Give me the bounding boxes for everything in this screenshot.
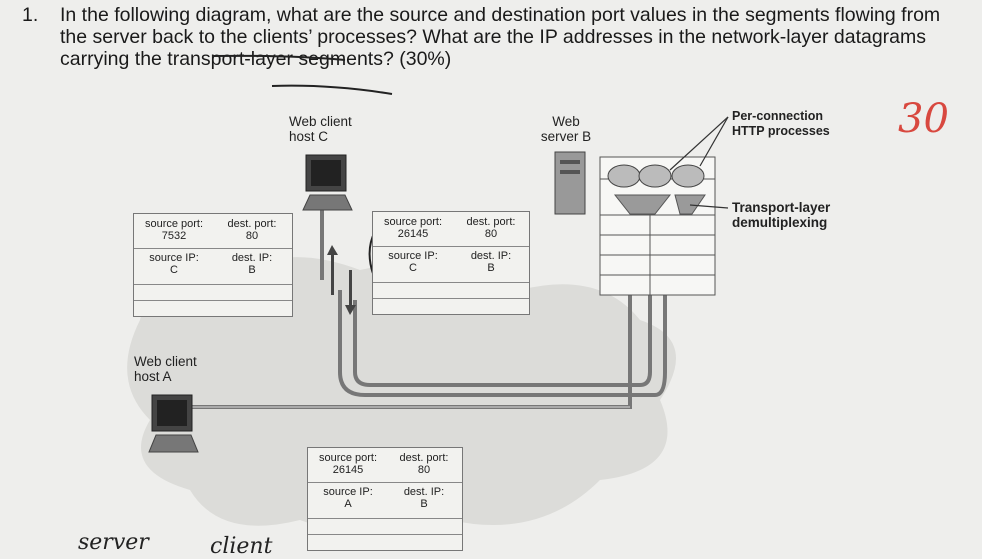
seg3-divider-1 bbox=[308, 482, 462, 483]
seg1-divider-2 bbox=[134, 284, 292, 285]
seg1-dst-ip-label: dest. IP: bbox=[231, 252, 273, 264]
question-number: 1. bbox=[22, 4, 39, 26]
seg2-divider-2 bbox=[373, 282, 529, 283]
seg3-divider-3 bbox=[308, 534, 462, 535]
seg3-src-ip: A bbox=[344, 498, 352, 510]
question-text: In the following diagram, what are the s… bbox=[60, 4, 941, 70]
segment-host-a: source port: 26145 dest. port: 80 source… bbox=[307, 447, 463, 551]
handwritten-grade: 30 bbox=[898, 96, 949, 142]
seg2-divider-1 bbox=[373, 246, 529, 247]
seg2-src-port: 26145 bbox=[397, 228, 429, 240]
seg3-dst-ip-label: dest. IP: bbox=[403, 486, 445, 498]
handwritten-underline-1 bbox=[211, 54, 346, 61]
seg1-dst-ip: B bbox=[248, 264, 256, 276]
seg2-src-ip-label: source IP: bbox=[388, 250, 438, 262]
seg3-divider-2 bbox=[308, 518, 462, 519]
seg3-src-ip-label: source IP: bbox=[323, 486, 373, 498]
seg3-dst-ip: B bbox=[420, 498, 428, 510]
seg1-divider-1 bbox=[134, 248, 292, 249]
segment-host-c-1: source port: 7532 dest. port: 80 source … bbox=[133, 213, 293, 317]
seg2-dst-port: 80 bbox=[484, 228, 498, 240]
label-server-b: Web server B bbox=[540, 114, 592, 144]
seg3-src-port-label: source port: bbox=[318, 452, 378, 464]
server-b-icon bbox=[554, 151, 586, 215]
seg1-src-port-label: source port: bbox=[144, 218, 204, 230]
segment-host-c-2: source port: 26145 dest. port: 80 source… bbox=[372, 211, 530, 315]
seg2-src-port-label: source port: bbox=[383, 216, 443, 228]
seg2-divider-3 bbox=[373, 298, 529, 299]
network-links bbox=[160, 210, 667, 409]
label-host-c: Web client host C bbox=[289, 114, 352, 144]
seg1-src-ip: C bbox=[170, 264, 178, 276]
label-host-a: Web client host A bbox=[134, 354, 197, 384]
seg1-divider-3 bbox=[134, 300, 292, 301]
seg2-dst-ip: B bbox=[487, 262, 495, 274]
handwritten-client: client bbox=[210, 534, 273, 559]
seg2-dst-port-label: dest. port: bbox=[466, 216, 516, 228]
seg2-dst-ip-label: dest. IP: bbox=[470, 250, 512, 262]
handwritten-underline-2 bbox=[271, 84, 393, 95]
label-per-connection: Per-connection HTTP processes bbox=[732, 109, 830, 138]
label-transport: Transport-layer demultiplexing bbox=[732, 200, 831, 230]
http-process-icons bbox=[607, 164, 705, 188]
computer-host-c-icon bbox=[302, 154, 353, 211]
seg3-src-port: 26145 bbox=[332, 464, 364, 476]
seg3-dst-port: 80 bbox=[417, 464, 431, 476]
seg1-src-ip-label: source IP: bbox=[149, 252, 199, 264]
demux-funnel bbox=[613, 194, 706, 215]
seg3-dst-port-label: dest. port: bbox=[399, 452, 449, 464]
callout-lines bbox=[669, 116, 729, 209]
seg2-src-ip: C bbox=[409, 262, 417, 274]
computer-host-a-icon bbox=[148, 394, 199, 453]
seg1-dst-port: 80 bbox=[245, 230, 259, 242]
seg1-src-port: 7532 bbox=[161, 230, 187, 242]
handwritten-server: server bbox=[78, 530, 149, 555]
arrows-host-c bbox=[327, 245, 356, 315]
seg1-dst-port-label: dest. port: bbox=[227, 218, 277, 230]
